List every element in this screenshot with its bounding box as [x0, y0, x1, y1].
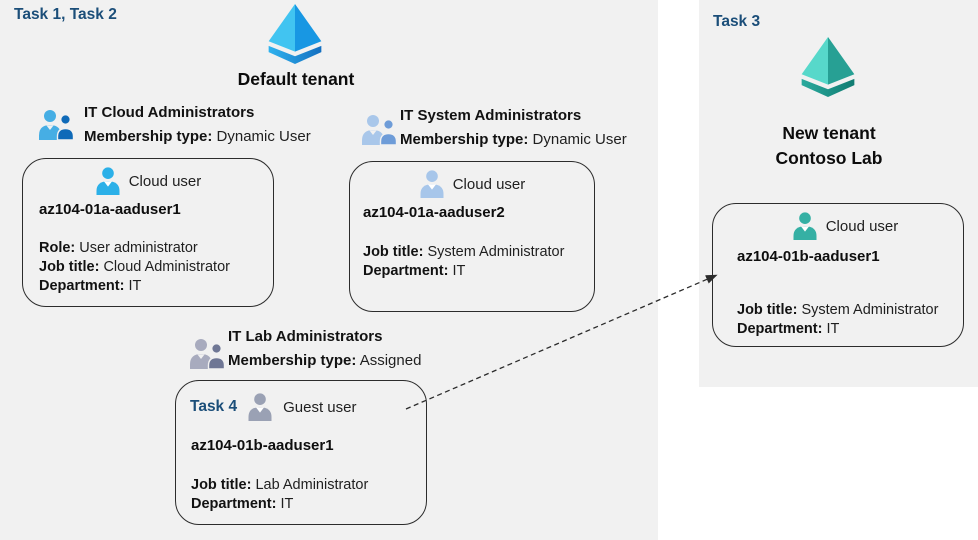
detail-value: IT	[826, 321, 840, 337]
user-card: Cloud user az104-01a-aaduser2 Job title:…	[349, 161, 595, 312]
detail-row: Job title: System Administrator	[737, 301, 938, 320]
group-icon	[362, 115, 397, 145]
detail-row: Department: IT	[363, 262, 564, 281]
guest-user-icon	[248, 393, 272, 421]
username: az104-01a-aaduser1	[39, 201, 181, 218]
detail-label: Department:	[363, 263, 449, 279]
detail-row: Department: IT	[737, 320, 938, 339]
detail-value: System Administrator	[801, 302, 939, 318]
detail-value: Cloud Administrator	[103, 259, 230, 275]
membership-type: Membership type: Dynamic User	[84, 128, 311, 145]
user-card: Cloud user az104-01b-aaduser1 Job title:…	[712, 203, 964, 347]
detail-label: Job title:	[363, 244, 424, 260]
detail-label: Role:	[39, 240, 76, 256]
detail-value: System Administrator	[427, 244, 565, 260]
membership-type: Membership type: Dynamic User	[400, 131, 627, 148]
cloud-user-icon	[420, 170, 444, 198]
user-type-label: Guest user	[283, 398, 357, 416]
user-type-label: Cloud user	[452, 175, 526, 193]
detail-value: IT	[280, 496, 294, 512]
guest-card-header: Task 4 Guest user	[190, 393, 356, 421]
azure-ad-tenant-icon	[268, 4, 322, 64]
membership-value: Assigned	[359, 352, 422, 369]
default-tenant-panel: Task 1, Task 2 Default tenant IT Cloud A…	[0, 0, 658, 540]
detail-row: Job title: System Administrator	[363, 243, 564, 262]
user-type-label: Cloud user	[825, 217, 899, 235]
detail-value: IT	[128, 278, 142, 294]
detail-value: User administrator	[79, 240, 198, 256]
task-1-2-label: Task 1, Task 2	[14, 6, 117, 23]
user-details: Role: User administrator Job title: Clou…	[39, 239, 230, 296]
group-name: IT System Administrators	[400, 107, 582, 124]
new-tenant-icon	[801, 37, 855, 97]
membership-label: Membership type:	[400, 131, 529, 148]
user-type-label: Cloud user	[128, 172, 202, 190]
default-tenant-title: Default tenant	[237, 69, 355, 89]
detail-row: Job title: Lab Administrator	[191, 476, 368, 495]
detail-row: Department: IT	[191, 495, 368, 514]
membership-label: Membership type:	[228, 352, 357, 369]
detail-label: Job title:	[737, 302, 798, 318]
membership-value: Dynamic User	[532, 131, 627, 148]
new-tenant-title-line2: Contoso Lab	[775, 148, 883, 168]
detail-label: Department:	[39, 278, 125, 294]
detail-value: Lab Administrator	[255, 477, 369, 493]
user-card-header: Cloud user	[23, 167, 273, 195]
user-card: Cloud user az104-01a-aaduser1 Role: User…	[22, 158, 274, 307]
membership-type: Membership type: Assigned	[228, 352, 421, 369]
new-tenant-title: New tenant Contoso Lab	[700, 121, 958, 171]
detail-row: Role: User administrator	[39, 239, 230, 258]
cloud-user-icon	[96, 167, 120, 195]
group-name: IT Cloud Administrators	[84, 104, 255, 121]
membership-value: Dynamic User	[216, 128, 311, 145]
user-card-header: Cloud user	[350, 170, 594, 198]
user-card-header: Cloud user	[713, 212, 963, 240]
username: az104-01b-aaduser1	[191, 437, 334, 454]
membership-label: Membership type:	[84, 128, 213, 145]
detail-label: Job title:	[191, 477, 252, 493]
detail-value: IT	[452, 263, 466, 279]
user-details: Job title: System Administrator Departme…	[363, 243, 564, 281]
detail-row: Department: IT	[39, 277, 230, 296]
group-name: IT Lab Administrators	[228, 328, 383, 345]
detail-label: Department:	[737, 321, 823, 337]
guest-user-card: Task 4 Guest user az104-01b-aaduser1 Job…	[175, 380, 427, 525]
detail-row: Job title: Cloud Administrator	[39, 258, 230, 277]
detail-label: Job title:	[39, 259, 100, 275]
task-3-label: Task 3	[713, 13, 761, 30]
detail-label: Department:	[191, 496, 277, 512]
cloud-user-icon	[793, 212, 817, 240]
group-icon	[190, 339, 225, 369]
username: az104-01b-aaduser1	[737, 248, 880, 265]
new-tenant-title-line1: New tenant	[782, 123, 876, 143]
user-details: Job title: System Administrator Departme…	[737, 301, 938, 339]
user-details: Job title: Lab Administrator Department:…	[191, 476, 368, 514]
group-icon	[39, 110, 74, 140]
task-4-label: Task 4	[190, 398, 238, 415]
username: az104-01a-aaduser2	[363, 204, 505, 221]
